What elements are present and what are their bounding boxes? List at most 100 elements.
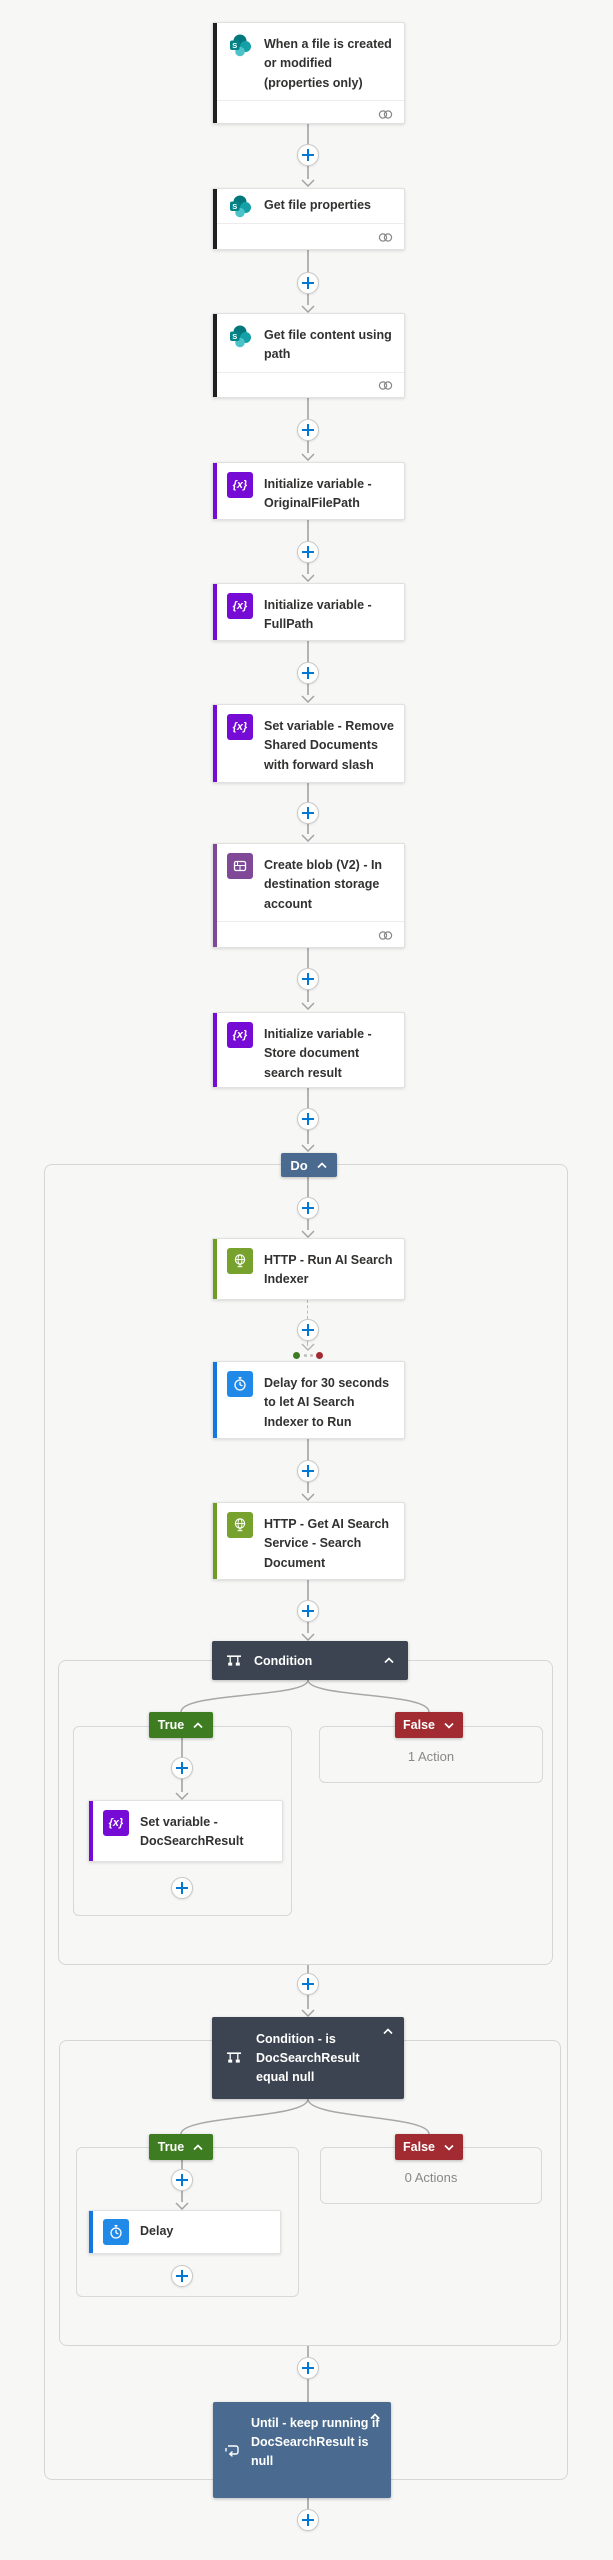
insert-step-button[interactable]: [297, 144, 319, 166]
action-card-http-get-ai-search-service[interactable]: HTTP - Get AI Search Service - Search Do…: [212, 1502, 405, 1580]
arrow-down-icon: [301, 1343, 315, 1351]
connector-line: [307, 684, 309, 695]
do-scope-label: Do: [290, 1157, 308, 1173]
condition1-header[interactable]: Condition: [212, 1641, 408, 1680]
action-card-set-variable-docsearchresult[interactable]: {x} Set variable - DocSearchResult: [88, 1800, 283, 1862]
condition2-false-badge[interactable]: False: [395, 2134, 463, 2160]
connector-line: [307, 1995, 309, 2009]
insert-step-button[interactable]: [171, 1757, 193, 1779]
variable-icon: {x}: [227, 593, 253, 619]
card-footer: [217, 223, 404, 250]
connector-line: [307, 641, 309, 662]
condition2-header[interactable]: Condition - is DocSearchResult equal nul…: [212, 2017, 404, 2099]
connections-icon: [378, 109, 393, 119]
action-card-initialize-store-document-search-result[interactable]: {x} Initialize variable - Store document…: [212, 1012, 405, 1088]
action-card-http-run-ai-search-indexer[interactable]: HTTP - Run AI Search Indexer: [212, 1238, 405, 1300]
insert-step-button[interactable]: [171, 1877, 193, 1899]
arrow-down-icon: [301, 1144, 315, 1152]
insert-step-button[interactable]: [171, 2265, 193, 2287]
connector-accent-bar: [213, 705, 217, 782]
do-scope-header[interactable]: Do: [281, 1153, 337, 1177]
insert-step-button[interactable]: [297, 1600, 319, 1622]
action-title: Initialize variable - OriginalFilePath: [264, 477, 372, 511]
collapse-chevron-up-icon[interactable]: [382, 2028, 394, 2035]
until-loop-icon: [225, 2445, 239, 2457]
trigger-card-when-file-created-or-modified[interactable]: S When a file is created or modified (pr…: [212, 22, 405, 124]
insert-step-button[interactable]: [297, 802, 319, 824]
insert-step-button[interactable]: [297, 541, 319, 563]
insert-step-button[interactable]: [297, 2509, 319, 2531]
arrow-down-icon: [301, 695, 315, 703]
insert-step-button[interactable]: [297, 1460, 319, 1482]
collapse-chevron-up-icon[interactable]: [316, 1161, 328, 1169]
action-title: Create blob (V2) - In destination storag…: [264, 858, 383, 911]
insert-step-button[interactable]: [171, 2169, 193, 2191]
condition1-true-badge[interactable]: True: [149, 1712, 213, 1738]
action-card-delay[interactable]: Delay: [88, 2210, 281, 2254]
expand-chevron-down-icon[interactable]: [443, 2144, 455, 2151]
action-title: HTTP - Run AI Search Indexer: [264, 1253, 393, 1287]
insert-step-button[interactable]: [297, 968, 319, 990]
action-card-delay-30-seconds[interactable]: Delay for 30 seconds to let AI Search In…: [212, 1361, 405, 1439]
variable-icon: {x}: [103, 1810, 129, 1836]
connections-icon: [378, 381, 393, 390]
action-title: Set variable - DocSearchResult: [140, 1815, 244, 1849]
insert-step-button[interactable]: [297, 1108, 319, 1130]
connector-accent-bar: [213, 1362, 217, 1438]
action-card-create-blob[interactable]: Create blob (V2) - In destination storag…: [212, 843, 405, 948]
connector-accent-bar: [89, 1801, 93, 1861]
arrow-down-icon: [301, 1230, 315, 1238]
insert-step-button[interactable]: [297, 1197, 319, 1219]
expand-chevron-down-icon[interactable]: [443, 1722, 455, 1729]
insert-step-button[interactable]: [297, 2357, 319, 2379]
connector-line: [307, 563, 309, 574]
connector-line: [307, 1965, 309, 1974]
insert-step-button[interactable]: [297, 272, 319, 294]
variable-icon: {x}: [227, 472, 253, 498]
delay-clock-icon: [103, 2219, 129, 2245]
sharepoint-icon: S: [227, 32, 253, 58]
true-label: True: [157, 1718, 185, 1732]
connector-line: [307, 1088, 309, 1108]
run-after-dashed-line: [307, 1341, 308, 1346]
condition-icon: [227, 1654, 241, 1666]
action-card-initialize-fullpath[interactable]: {x} Initialize variable - FullPath: [212, 583, 405, 641]
connector-line: [307, 990, 309, 1002]
action-title: Set variable - Remove Shared Documents w…: [264, 719, 394, 772]
collapse-chevron-up-icon[interactable]: [383, 1657, 395, 1664]
connector-line: [307, 2346, 309, 2357]
collapse-chevron-up-icon[interactable]: [369, 2413, 381, 2420]
connector-line: [181, 2191, 183, 2202]
connector-line: [307, 124, 309, 145]
branch-split-curves: [180, 1679, 430, 1713]
action-card-get-file-content[interactable]: S Get file content using path: [212, 313, 405, 398]
insert-step-button[interactable]: [297, 419, 319, 441]
connector-line: [307, 783, 309, 802]
connector-line: [307, 1130, 309, 1144]
action-card-initialize-originalfilepath[interactable]: {x} Initialize variable - OriginalFilePa…: [212, 462, 405, 520]
action-card-get-file-properties[interactable]: S Get file properties: [212, 188, 405, 250]
condition1-label: Condition: [254, 1653, 313, 1668]
arrow-down-icon: [175, 1792, 189, 1800]
connector-line: [307, 1219, 309, 1230]
insert-step-button[interactable]: [297, 1973, 319, 1995]
insert-step-button[interactable]: [297, 662, 319, 684]
connector-accent-bar: [213, 189, 217, 249]
variable-icon: {x}: [227, 714, 253, 740]
sharepoint-icon: S: [227, 193, 253, 219]
collapse-chevron-up-icon[interactable]: [192, 2143, 204, 2151]
connector-line: [307, 441, 309, 453]
connections-icon: [378, 930, 393, 940]
action-card-set-variable-remove-shared-documents[interactable]: {x} Set variable - Remove Shared Documen…: [212, 704, 405, 783]
insert-step-button[interactable]: [297, 1319, 319, 1341]
until-scope-footer[interactable]: Until - keep running if DocSearchResult …: [213, 2402, 391, 2498]
false-label: False: [403, 2140, 435, 2154]
connector-accent-bar: [213, 463, 217, 519]
collapse-chevron-up-icon[interactable]: [192, 1721, 204, 1729]
condition1-false-badge[interactable]: False: [395, 1712, 463, 1738]
condition2-true-badge[interactable]: True: [149, 2134, 213, 2160]
arrow-down-icon: [301, 2009, 315, 2017]
connector-line: [307, 824, 309, 834]
connector-line: [307, 520, 309, 541]
